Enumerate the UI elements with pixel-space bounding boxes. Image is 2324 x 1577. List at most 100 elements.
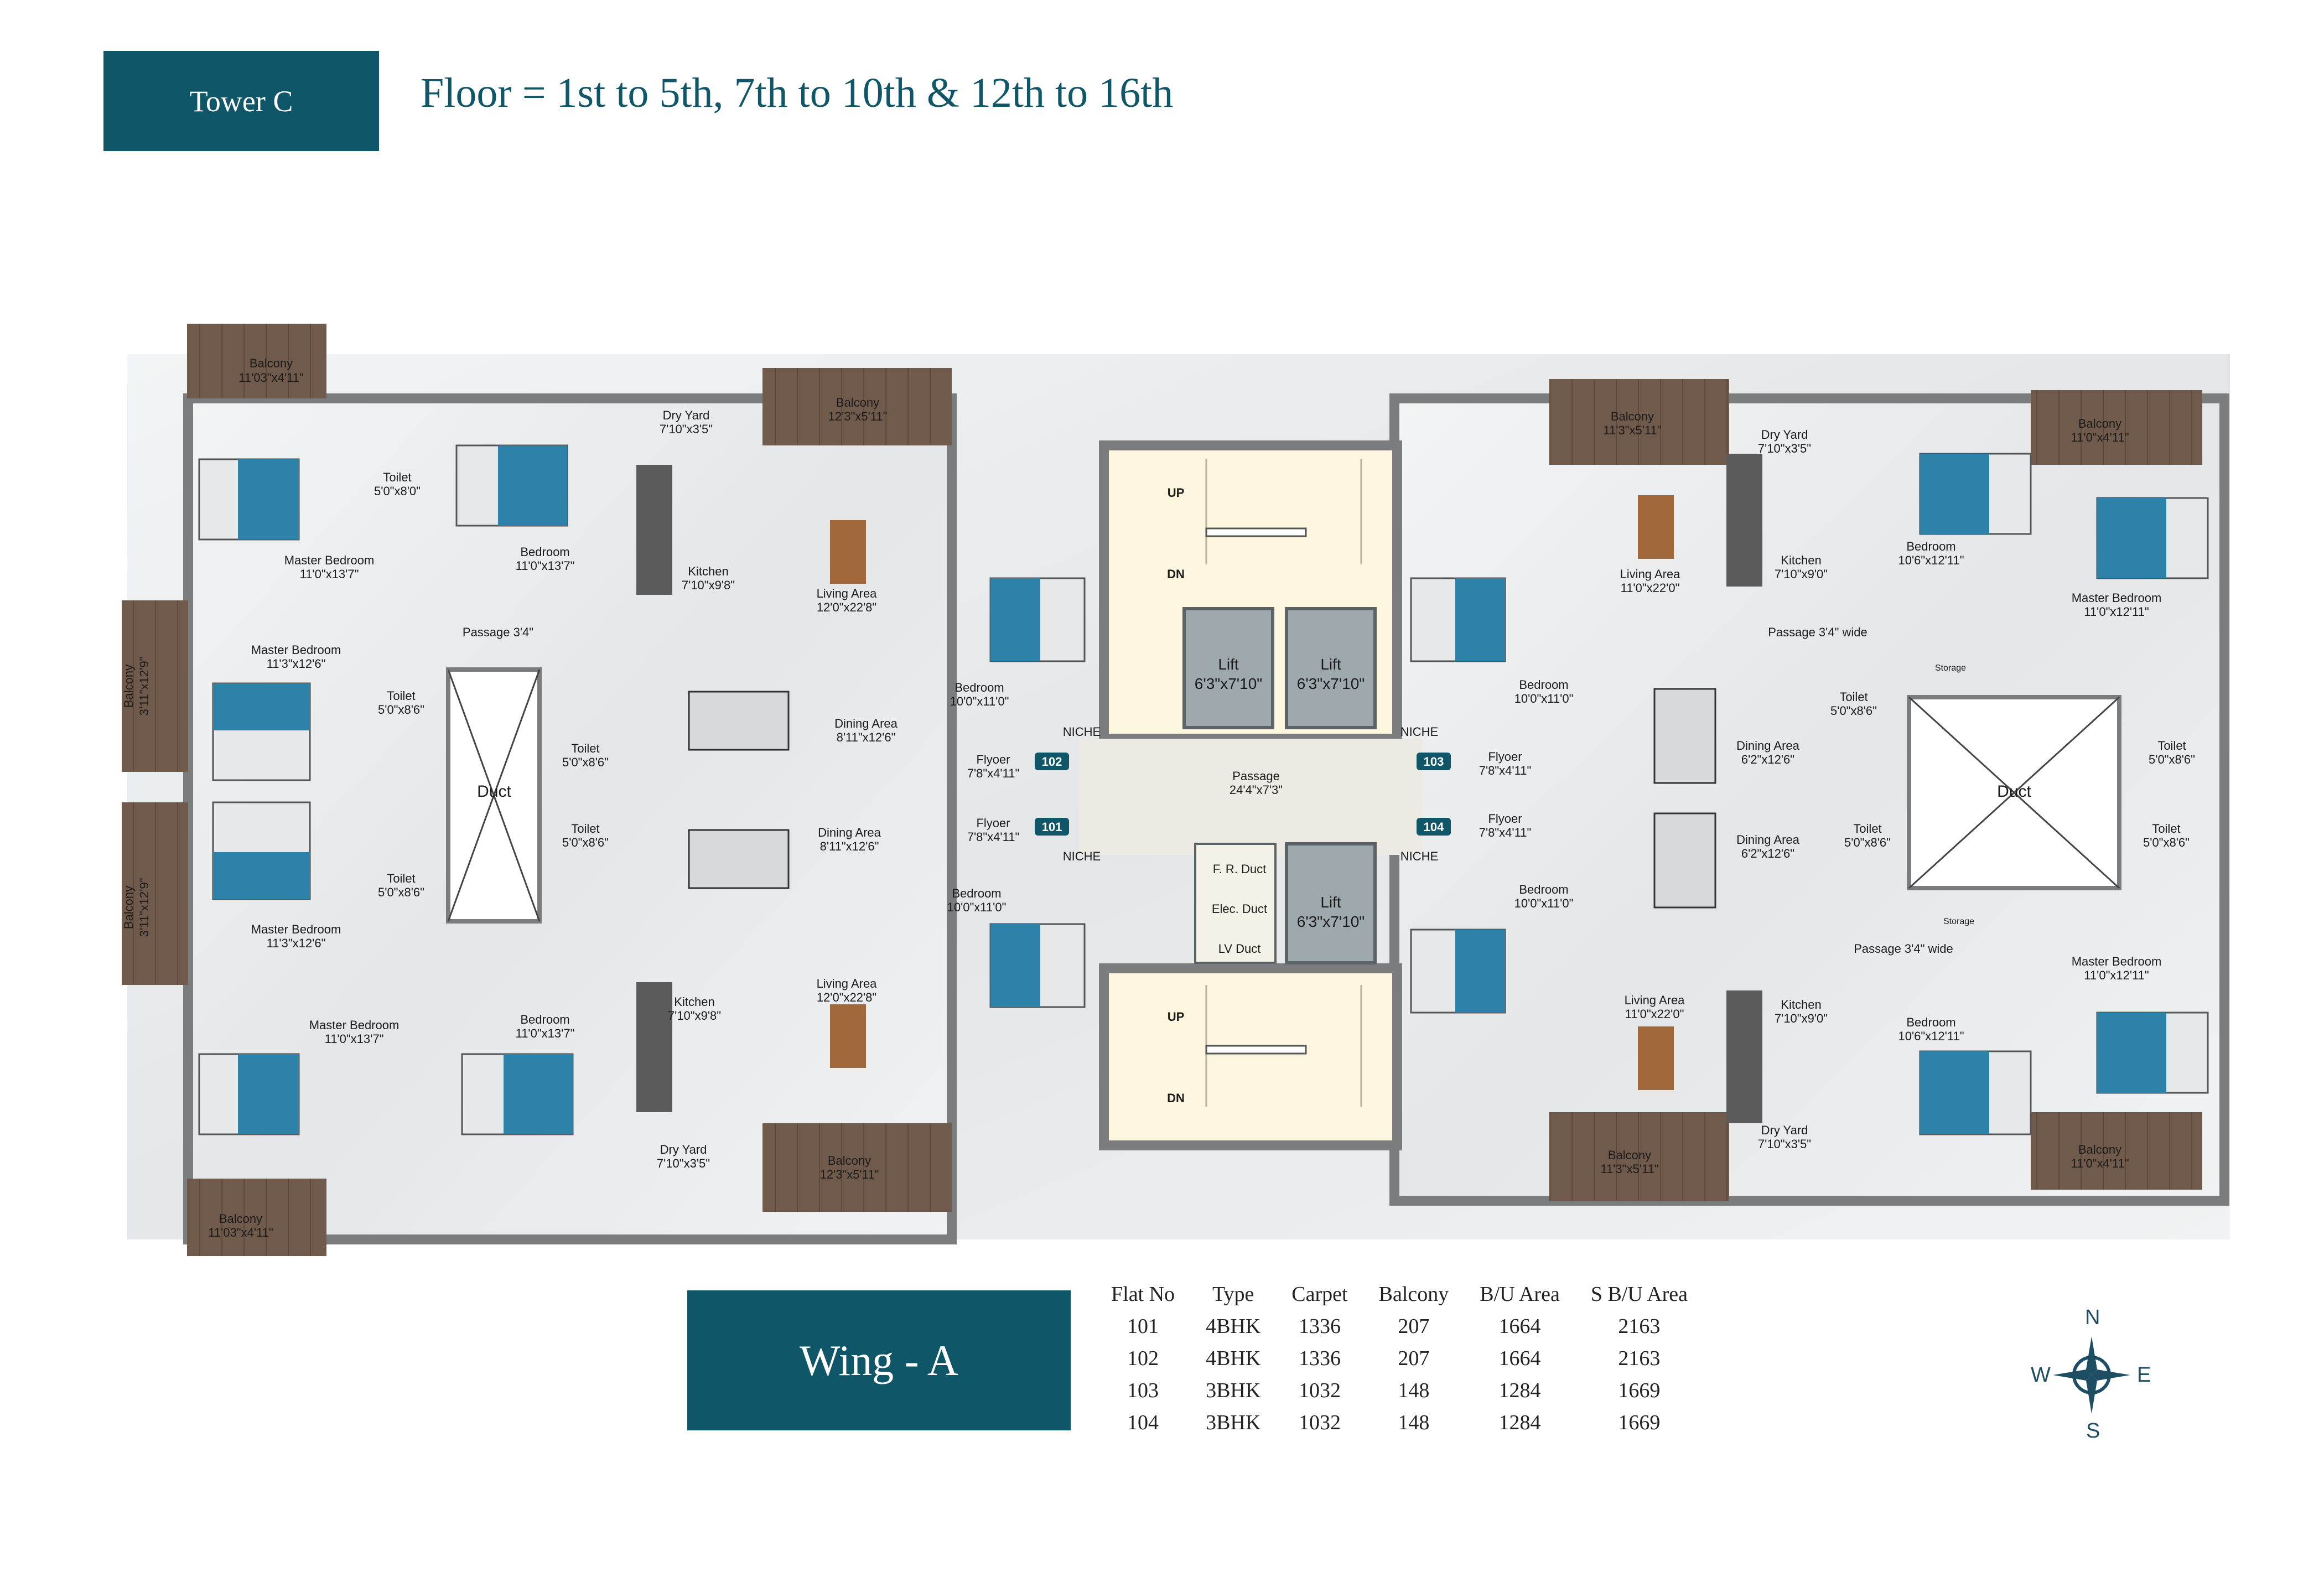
label-dim: 7'10"x9'8" [682,578,735,592]
label-dim: 11'0"x13'7" [300,567,359,581]
label-dining: Dining Area [1736,833,1800,847]
label-bedroom: Bedroom [952,886,1001,900]
label-dim: 5'0"x8'6" [562,755,609,769]
label-living: Living Area [1620,567,1681,581]
table-row: 102 4BHK 1336 207 1664 2163 [1096,1342,1703,1374]
floor-title: Floor = 1st to 5th, 7th to 10th & 12th t… [421,70,1174,116]
label-dim: 5'0"x8'6" [2149,753,2195,766]
label-dim: 10'6"x12'11" [1898,553,1964,567]
compass-s: S [2086,1419,2100,1443]
label-dim: 12'0"x22'8" [817,600,876,614]
label-dry-yard: Dry Yard [1761,1123,1808,1137]
label-storage: Storage [1943,917,1974,926]
label-duct: Duct [1997,782,2031,801]
label-elec-duct: Elec. Duct [1212,902,1267,916]
table-row: 104 3BHK 1032 148 1284 1669 [1096,1407,1703,1439]
cell: 102 [1127,1347,1159,1370]
cell: 2163 [1618,1315,1661,1338]
label-dim: 5'0"x8'6" [1830,704,1877,718]
label-dim: 7'10"x3'5" [1758,442,1811,455]
label-dim: 5'0"x8'6" [562,836,609,849]
flat-badges: 102 101 103 104 [1035,753,1451,836]
label-dim: 6'3"x7'10" [1297,913,1365,930]
col-balcony: Balcony [1378,1283,1449,1306]
label-dim: 11'0"x4'11" [2071,430,2129,444]
label-dim: 6'3"x7'10" [1195,675,1262,692]
col-type: Type [1212,1283,1254,1306]
col-carpet: Carpet [1291,1283,1348,1306]
label-duct: Duct [477,782,511,801]
label-dim: 7'8"x4'11" [1479,826,1532,839]
cell: 104 [1127,1411,1159,1434]
compass: N S W E [1992,1306,2191,1444]
label-dim: 7'10"x3'5" [657,1156,710,1170]
label-dining: Dining Area [1736,739,1800,753]
label-dim: 24'4"x7'3" [1230,783,1283,797]
label-bedroom: Bedroom [954,681,1004,694]
label-dim: 11'0"x22'0" [1625,1007,1684,1021]
label-balcony: Balcony [836,396,879,409]
label-dry-yard: Dry Yard [1761,428,1808,442]
label-passage: Passage 3'4" wide [1768,625,1868,639]
cell: 1664 [1498,1315,1541,1338]
label-flyoer: Flyoer [1488,750,1522,764]
cell: 4BHK [1206,1315,1261,1338]
label-dn: DN [1167,567,1185,581]
label-dim: 11'3"x5'11" [1600,1162,1658,1176]
cell: 1284 [1498,1379,1541,1402]
label-toilet: Toilet [2152,822,2180,836]
label-master-bedroom: Master Bedroom [284,553,375,567]
cell: 148 [1398,1379,1430,1402]
label-dry-yard: Dry Yard [660,1143,707,1156]
label-living: Living Area [817,977,878,990]
label-master-bedroom: Master Bedroom [2072,591,2162,605]
label-side-balcony: Balcony [122,665,136,708]
label-living: Living Area [1625,993,1685,1007]
cell: 1669 [1618,1379,1661,1402]
label-dim: 11'0"x13'7" [325,1032,384,1046]
label-toilet: Toilet [571,822,599,836]
label-dim: 7'10"x3'5" [1758,1137,1811,1151]
ducts [446,667,2121,924]
label-dim: 5'0"x8'6" [2143,836,2190,849]
badge-101: 101 [1042,820,1062,834]
cell: 207 [1398,1315,1430,1338]
label-dining: Dining Area [834,717,898,730]
label-dim: 5'0"x8'0" [374,484,421,498]
wing-label: Wing - A [687,1290,1071,1430]
label-niche: NICHE [1063,849,1101,863]
label-dry-yard: Dry Yard [663,408,710,422]
cell: 3BHK [1206,1379,1261,1402]
compass-w: W [2031,1363,2051,1387]
cell: 1336 [1298,1347,1341,1370]
label-bedroom: Bedroom [520,545,569,559]
label-bedroom: Bedroom [1906,1015,1955,1029]
label-dim: 7'10"x9'8" [668,1009,721,1023]
label-balcony: Balcony [1608,1148,1651,1162]
label-dim: 10'6"x12'11" [1898,1029,1964,1043]
label-passage: Passage 3'4" wide [1854,942,1953,956]
compass-rose-icon [2053,1336,2130,1414]
cell: 1284 [1498,1411,1541,1434]
label-dim: 7'10"x9'0" [1775,1011,1828,1025]
label-lift: Lift [1320,656,1341,673]
label-dim: 7'8"x4'11" [967,830,1020,844]
label-dim: 12'0"x22'8" [817,990,876,1004]
label-dim: 7'10"x3'5" [660,422,713,436]
badge-102: 102 [1042,755,1062,769]
label-dim: 3'11"x12'9" [137,657,151,716]
cell: 4BHK [1206,1347,1261,1370]
label-dim: 3'11"x12'9" [137,878,151,937]
label-dim: 5'0"x8'6" [378,703,424,717]
label-flyoer: Flyoer [1488,812,1522,826]
label-dim: 10'0"x11'0" [947,900,1007,914]
label-dim: 7'8"x4'11" [1479,764,1532,777]
label-kitchen: Kitchen [674,995,714,1009]
label-lift: Lift [1320,894,1341,911]
label-dim: 11'03"x4'11" [208,1226,273,1239]
label-balcony: Balcony [1611,409,1654,423]
label-dim: 8'11"x12'6" [820,839,879,853]
cell: 207 [1398,1347,1430,1370]
label-dim: 11'0"x13'7" [516,1026,575,1040]
cell: 3BHK [1206,1411,1261,1434]
